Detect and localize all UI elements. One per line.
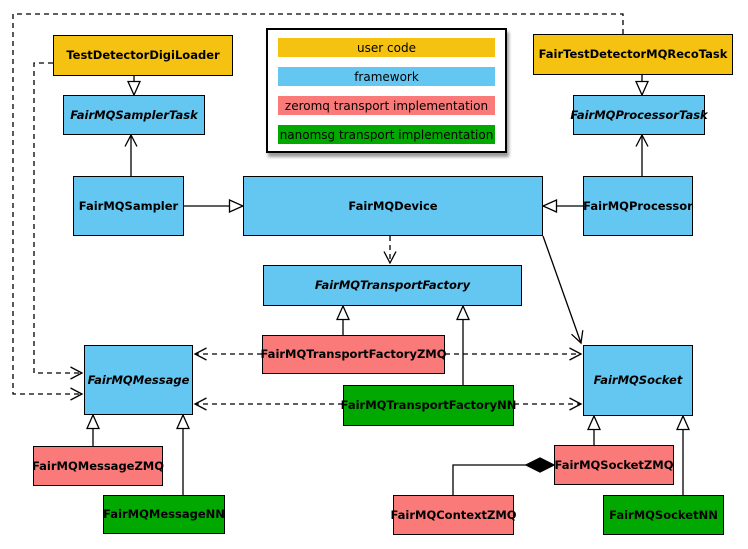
node-test-detector-digi-loader: TestDetectorDigiLoader (53, 35, 233, 76)
node-fairmq-transport-factory-zmq: FairMQTransportFactoryZMQ (261, 335, 447, 374)
node-fairmq-device: FairMQDevice (243, 176, 543, 236)
node-fairmq-context-zmq: FairMQContextZMQ (390, 495, 517, 535)
node-fairmq-message: FairMQMessage (84, 345, 193, 415)
node-fairmq-socket: FairMQSocket (583, 345, 693, 416)
node-fairmq-transport-factory: FairMQTransportFactory (263, 265, 522, 306)
node-fairmq-socket-zmq: FairMQSocketZMQ (554, 445, 674, 485)
edge-digiloader-message (33, 62, 84, 380)
node-fairmq-sampler: FairMQSampler (73, 176, 184, 236)
edge-contextzmq-socketzmq (452, 464, 527, 495)
edge-recotask-message (12, 13, 624, 401)
node-fairmq-transport-factory-nn: FairMQTransportFactoryNN (341, 385, 516, 426)
legend: user code framework zeromq transport imp… (266, 28, 507, 153)
node-fair-test-detector-mq-reco-task: FairTestDetectorMQRecoTask (533, 34, 733, 75)
node-fairmq-socket-nn: FairMQSocketNN (603, 495, 724, 535)
node-fairmq-message-nn: FairMQMessageNN (103, 495, 225, 534)
node-fairmq-message-zmq: FairMQMessageZMQ (32, 446, 164, 486)
node-fairmq-sampler-task: FairMQSamplerTask (63, 95, 205, 135)
legend-item-nanomsg: nanomsg transport implementation (278, 125, 495, 144)
legend-item-user-code: user code (278, 38, 495, 57)
node-fairmq-processor-task: FairMQProcessorTask (570, 95, 708, 135)
legend-item-framework: framework (278, 67, 495, 86)
node-fairmq-processor: FairMQProcessor (583, 176, 693, 236)
legend-item-zeromq: zeromq transport implementation (278, 96, 495, 115)
edge-device-socket (542, 235, 584, 345)
composition-diamond (524, 457, 556, 473)
